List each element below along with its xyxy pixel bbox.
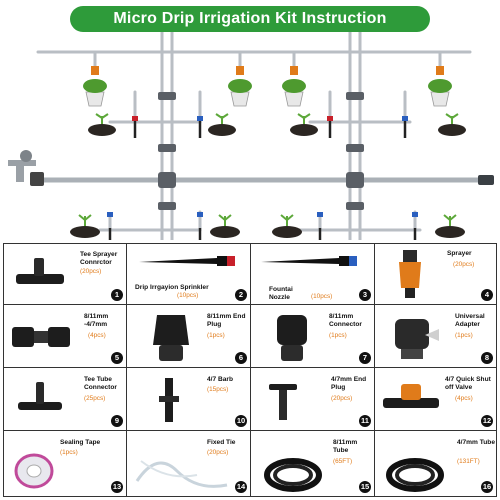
part-number-badge: 4 [481,289,493,301]
part-number-badge: 6 [235,352,247,364]
part-number-badge: 14 [235,481,247,493]
part-card-12: 4/7 Quick Shut off Valve (4pcs) 12 [374,367,497,431]
part-number-badge: 3 [359,289,371,301]
part-quantity: (4pcs) [455,395,473,402]
part-name: Drip Irrgayion Sprinkler [135,284,209,291]
part-quantity: (20pcs) [331,395,353,402]
tee-tube-connector-icon [18,382,62,410]
part-quantity: (20pcs) [80,268,102,275]
part-number-badge: 12 [481,415,493,427]
part-quantity: (4pcs) [88,332,106,339]
part-card-6: 8/11mm End Plug (1pcs) 6 [126,304,251,368]
part-card-16: 4/7mm Tube (131FT) 16 [374,430,497,497]
part-quantity: (20pcs) [453,261,475,268]
part-name: Sprayer [447,250,472,257]
faucet-adapter-icon [395,319,439,359]
part-card-9: Tee Tube Connector (25pcs) 9 [3,367,127,431]
blue-nozzle-stake-icon [261,256,357,266]
irrigation-layout-diagram [8,32,494,240]
part-number-badge: 7 [359,352,371,364]
part-number-badge: 16 [481,481,493,493]
part-quantity: (20pcs) [207,449,229,456]
part-quantity: (1pcs) [329,332,347,339]
part-quantity: (1pcs) [207,332,225,339]
page-title: Micro Drip Irrigation Kit Instruction [70,6,430,32]
tube-coil-icon [386,458,444,492]
part-card-15: 8/11mm Tube (65FT) 15 [250,430,375,497]
part-number-badge: 15 [359,481,371,493]
part-card-11: 4/7mm End Plug (20pcs) 11 [250,367,375,431]
part-name: 8/11mm -4/7mm [84,313,109,328]
part-card-7: 8/11mm Connector (1pcs) 7 [250,304,375,368]
part-number-badge: 1 [111,289,123,301]
tee-connector-icon [16,258,64,284]
part-card-13: Sealing Tape (1pcs) 13 [3,430,127,497]
part-quantity: (10pcs) [311,293,333,300]
part-card-2: Drip Irrgayion Sprinkler (10pcs) 2 [126,243,251,305]
reducer-connector-icon [12,327,70,347]
part-name: 8/11mm Tube [333,439,358,454]
part-quantity: (65FT) [333,458,353,465]
part-number-badge: 10 [235,415,247,427]
part-name: 8/11mm Connector [329,313,362,328]
part-name: Tee Tube Connector [84,376,117,391]
orange-sprayer-icon [399,250,421,298]
part-number-badge: 9 [111,415,123,427]
part-number-badge: 5 [111,352,123,364]
part-quantity: (1pcs) [60,449,78,456]
part-quantity: (15pcs) [207,386,229,393]
part-name: 4/7 Barb [207,376,234,383]
cable-tie-icon [135,460,228,488]
part-number-badge: 13 [111,481,123,493]
part-card-5: 8/11mm -4/7mm (4pcs) 5 [3,304,127,368]
part-name: 4/7mm End Plug [331,376,367,391]
part-card-8: Universal Adapter (1pcs) 8 [374,304,497,368]
parts-grid: Tee Sprayer Connrctor (20pcs) 1 Drip Irr… [3,243,497,497]
part-card-14: Fixed Tie (20pcs) 14 [126,430,251,497]
part-number-badge: 2 [235,289,247,301]
part-name: Tee Sprayer Connrctor [80,251,118,266]
part-name: 8/11mm End Plug [207,313,246,328]
part-quantity: (25pcs) [84,395,106,402]
part-name: Sealing Tape [60,439,101,446]
red-drip-stake-icon [139,256,235,266]
part-quantity: (10pcs) [177,292,199,299]
part-card-3: Fountai Nozzle (10pcs) 3 [250,243,375,305]
part-name: Universal Adapter [455,313,485,328]
hose-connector-icon [277,315,307,361]
part-number-badge: 8 [481,352,493,364]
tube-coil-icon [264,458,322,492]
end-plug-icon [153,315,189,361]
part-card-4: Sprayer (20pcs) 4 [374,243,497,305]
sealing-tape-icon [14,453,54,489]
part-name: 4/7mm Tube [457,439,495,446]
part-number-badge: 11 [359,415,371,427]
part-name: 4/7 Quick Shut off Valve [445,376,491,391]
part-name: Fixed Tie [207,439,236,446]
part-card-1: Tee Sprayer Connrctor (20pcs) 1 [3,243,127,305]
part-quantity: (1pcs) [455,332,473,339]
small-end-plug-icon [269,384,297,420]
barb-icon [159,378,179,422]
part-card-10: 4/7 Barb (15pcs) 10 [126,367,251,431]
part-name: Fountai Nozzle [269,286,293,301]
shutoff-valve-icon [383,384,439,408]
part-quantity: (131FT) [457,458,480,465]
